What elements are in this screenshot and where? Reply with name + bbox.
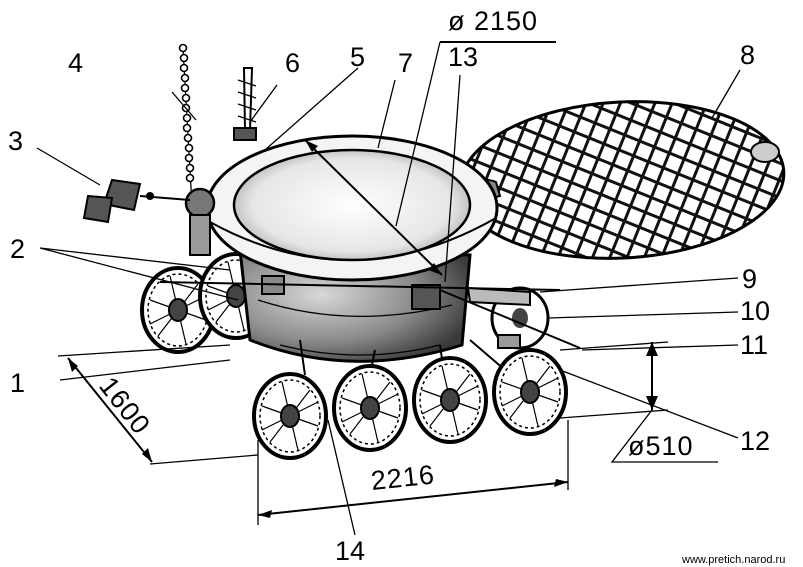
dim-top-diameter: ø 2150 — [448, 6, 538, 36]
label-4: 4 — [68, 48, 83, 78]
helical-antenna — [233, 67, 257, 141]
instrument-body — [159, 248, 581, 386]
whip-antenna — [178, 43, 216, 256]
label-3: 3 — [8, 126, 23, 156]
dimension-lines — [57, 41, 718, 525]
label-5: 5 — [350, 42, 365, 72]
tub-lid — [205, 134, 499, 282]
label-6: 6 — [285, 48, 300, 78]
directional-antenna — [82, 178, 191, 224]
label-10: 10 — [740, 296, 770, 326]
label-11: 11 — [740, 330, 768, 360]
label-9: 9 — [742, 264, 757, 294]
credit-text: www.pretich.narod.ru — [681, 554, 785, 566]
dimension-labels: ø 2150 1600 2216 ø510 — [93, 6, 694, 496]
dim-wheel-diameter: ø510 — [628, 431, 694, 461]
solar-panel-lid — [458, 100, 786, 260]
label-12: 12 — [740, 426, 770, 456]
dim-length: 2216 — [369, 459, 436, 496]
label-14: 14 — [335, 536, 365, 566]
label-13: 13 — [448, 42, 478, 72]
label-1: 1 — [10, 368, 25, 398]
label-7: 7 — [398, 48, 413, 78]
label-8: 8 — [740, 40, 755, 70]
antennas — [82, 43, 257, 256]
front-wheels — [252, 348, 568, 460]
label-2: 2 — [10, 234, 25, 264]
dim-width: 1600 — [93, 371, 156, 440]
callout-labels: 1 2 3 4 5 6 7 8 9 10 11 12 13 14 — [8, 40, 770, 566]
callout-leaders — [36, 67, 741, 536]
